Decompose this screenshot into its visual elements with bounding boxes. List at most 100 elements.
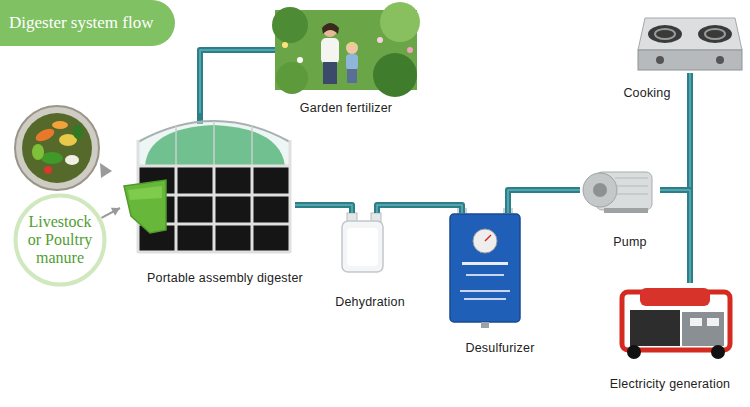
pump-device-part [615, 194, 648, 195]
digester-illustration-part [138, 121, 290, 166]
gas-stove-part [648, 25, 682, 43]
component-caption: Garden fertilizer [300, 101, 392, 115]
arrowhead [111, 208, 120, 216]
garden-photo-part [380, 2, 420, 42]
photo-node: Garden fertilizer [275, 10, 417, 90]
gas-stove [638, 18, 742, 70]
caption-wrap: Electricity generation [610, 374, 730, 392]
pump-device-part [583, 173, 617, 207]
component-caption: Electricity generation [610, 377, 730, 391]
garden-photo-part [346, 42, 358, 46]
generator-node: Electricity generation [612, 283, 737, 361]
pipe-line [295, 205, 352, 213]
generator-part [682, 312, 724, 346]
gas-stove-part [656, 56, 664, 64]
garden-photo-part [321, 38, 339, 64]
food-waste-bowl-part [22, 113, 92, 183]
pipe-line [660, 190, 690, 283]
caption-wrap: Dehydration [335, 292, 405, 310]
pipe-connector [508, 190, 580, 213]
pump-device-part [615, 186, 648, 187]
caption-wrap: Pump [613, 232, 646, 250]
component-caption: Cooking [623, 86, 670, 100]
pump-device [583, 172, 652, 213]
pipe-connector [295, 205, 352, 213]
desulfurizer-box-part [485, 235, 491, 241]
food-waste-bowl-part [32, 144, 44, 160]
gas-stove-part [716, 56, 724, 64]
digester-illustration-part-part [175, 165, 178, 253]
dehydration-bottle-part [342, 221, 383, 272]
pump-device-part [615, 178, 648, 179]
title-text: Digester system flow [9, 13, 153, 32]
desulfurizer-box-part [473, 229, 497, 253]
garden-photo-part [276, 62, 308, 94]
dehydration-bottle [342, 213, 383, 272]
pump-node: Pump [580, 165, 660, 215]
garden-photo-part [347, 69, 357, 83]
desulfurizer-box-part [450, 214, 520, 322]
component-caption: Dehydration [335, 295, 405, 309]
food-waste-bowl-part [34, 126, 56, 144]
circle-text-block: Livestock or Poultry manure [20, 213, 100, 267]
stove-node: Cooking [635, 15, 742, 73]
pipe-line [508, 190, 580, 213]
generator [622, 288, 730, 359]
pipe-highlight [200, 50, 275, 113]
dehydration-node: Dehydration [340, 213, 385, 273]
digester-illustration [124, 112, 290, 253]
desulfurizer-box-part [481, 322, 489, 328]
desulfurizer-box-part [462, 262, 508, 265]
generator-part [690, 318, 702, 326]
garden-photo-part [373, 53, 417, 97]
food-waste-bowl-part [41, 152, 63, 164]
gas-stove-part [705, 29, 725, 39]
pipe-highlight [377, 205, 462, 213]
digester-illustration-part-part [138, 251, 290, 254]
garden-photo-part [272, 7, 308, 43]
garden-photo-part [346, 54, 358, 70]
gas-stove-part [655, 29, 675, 39]
digester-illustration-part [128, 186, 162, 200]
food-waste-bowl-part [73, 125, 83, 139]
pipe-highlight [660, 190, 690, 283]
garden-photo-part [297, 57, 303, 63]
pipe-connector [377, 205, 462, 213]
component-caption: Desulfurizer [465, 341, 534, 355]
generator-part [627, 345, 641, 359]
pump-device-part [593, 183, 607, 197]
garden-photo-part [346, 42, 358, 54]
generator-part [630, 310, 680, 346]
node-label: Livestock or Poultry manure [20, 213, 100, 267]
desulfurizer-box-part [464, 298, 506, 300]
gas-stove-part [698, 25, 732, 43]
pipe-line [200, 50, 275, 113]
food-waste-bowl-part [44, 166, 52, 174]
digester-illustration-part [124, 180, 166, 233]
desulfurizer-box-part [466, 274, 504, 276]
generator-part [711, 345, 725, 359]
input-arrowhead [100, 163, 112, 178]
gas-stove-part [638, 18, 742, 50]
pipe-connector [660, 190, 690, 283]
pipe-connector [101, 208, 120, 218]
component-caption: Portable assembly digester [147, 271, 303, 285]
digester-illustration-part-part [251, 165, 254, 253]
food-waste-bowl-part [15, 106, 99, 190]
caption-wrap: Cooking [623, 83, 670, 101]
garden-photo-part [323, 62, 337, 84]
garden-photo-part [377, 37, 383, 43]
garden-photo-part [322, 23, 339, 34]
food-waste-bowl [15, 106, 99, 190]
digester-illustration-part-part [138, 165, 290, 168]
caption-wrap: Garden fertilizer [300, 98, 392, 116]
pipe-highlight [295, 205, 352, 213]
caption-wrap: Desulfurizer [465, 338, 534, 356]
garden-photo-part [407, 47, 413, 53]
food-waste-bowl-part [52, 121, 68, 129]
circle-outline-shape [16, 196, 105, 285]
input-arrowhead-part [100, 163, 112, 178]
